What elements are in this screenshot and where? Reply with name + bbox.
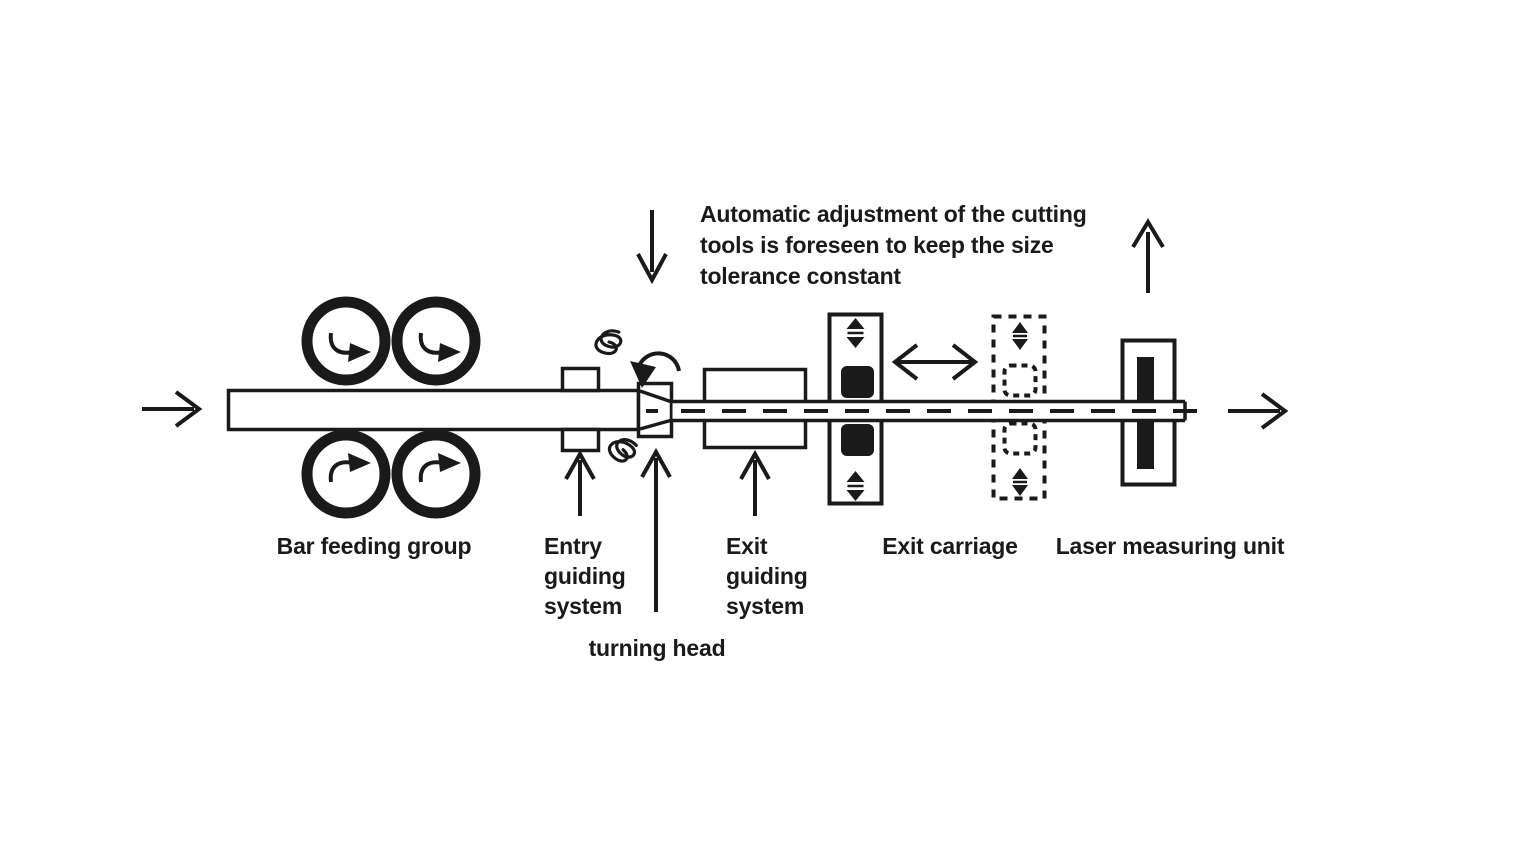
feed-roller-icon (301, 296, 391, 386)
roller-rotation-arrow-icon (418, 332, 461, 362)
label-exit-carriage: Exit carriage (882, 533, 1018, 559)
vertical-adjust-icon (1012, 468, 1028, 496)
chip-icon (594, 329, 623, 356)
turned-bar (646, 399, 1213, 423)
carriage-travel-arrow-icon (891, 343, 979, 381)
bar-feeding-rollers (301, 296, 481, 519)
label-laser-measuring-unit: Laser measuring unit (1055, 533, 1285, 559)
chip-icon (607, 438, 638, 463)
roller-rotation-arrow-icon (418, 453, 461, 483)
label-entry-guiding-system: Entry guiding system (544, 533, 626, 619)
rotation-arrow-icon (630, 351, 681, 388)
entry-guiding-system (560, 366, 601, 453)
bar-entry-arrow-icon (142, 390, 203, 428)
cutting-tools-note: Automatic adjustment of the cutting tool… (700, 201, 1087, 289)
vertical-adjust-icon (846, 318, 865, 348)
label-bar-feeding-group: Bar feeding group (276, 533, 472, 559)
feed-roller-icon (391, 296, 481, 386)
taper-line (639, 418, 673, 431)
cutting-tools-pointer-arrow (636, 210, 668, 285)
roller-rotation-arrow-icon (328, 332, 371, 362)
vertical-adjust-icon (1012, 322, 1028, 350)
roller-rotation-arrow-icon (328, 453, 371, 483)
bar-exit-arrow-icon (1228, 392, 1289, 430)
laser-unit-pointer-arrow (1131, 218, 1165, 293)
turning-head-pointer-arrow (640, 447, 672, 612)
label-turning-head: turning head (588, 635, 726, 661)
entry-guiding-pointer-arrow (564, 449, 596, 516)
feed-roller-icon (301, 429, 391, 519)
taper-line (639, 389, 673, 404)
label-exit-guiding-system: Exit guiding system (726, 533, 808, 619)
exit-guiding-pointer-arrow (739, 449, 771, 516)
feed-roller-icon (391, 429, 481, 519)
vertical-adjust-icon (846, 471, 865, 501)
raw-bar (226, 388, 641, 432)
